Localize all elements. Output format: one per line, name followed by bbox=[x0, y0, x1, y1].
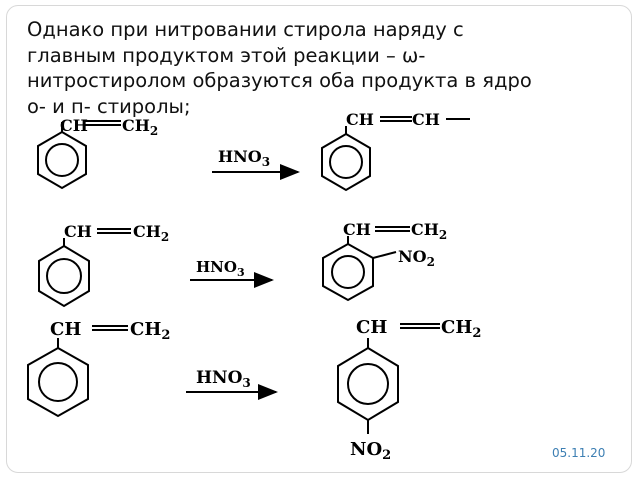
reaction-2 bbox=[38, 226, 410, 308]
text-line-1: Однако при нитровании стирола наряду с bbox=[27, 18, 464, 41]
reactant-3-group-left: CH bbox=[50, 319, 81, 340]
reaction-1 bbox=[37, 116, 470, 192]
reaction-3 bbox=[27, 323, 440, 434]
reactant-2-benzene-ring bbox=[38, 238, 90, 308]
product-3-nitro-group: NO2 bbox=[350, 439, 391, 463]
product-1-benzene-ring bbox=[321, 126, 371, 192]
slide-text: Однако при нитровании стирола наряду с г… bbox=[27, 17, 627, 119]
reactant-3-group-right: CH2 bbox=[130, 319, 170, 343]
slide-date: 05.11.20 bbox=[552, 446, 606, 460]
product-2-benzene-ring bbox=[322, 236, 397, 302]
product-3-group-left: CH bbox=[356, 317, 387, 338]
reactant-1-group-left: CH bbox=[60, 116, 88, 135]
reactant-1-group-right: CH2 bbox=[122, 116, 158, 138]
text-line-3: нитростиролом образуются оба продукта в … bbox=[27, 69, 532, 92]
text-line-2: главным продуктом этой реакции – ω- bbox=[27, 43, 426, 67]
slide-frame bbox=[6, 5, 632, 473]
product-2-group-right: CH2 bbox=[411, 220, 447, 242]
product-2-nitro-group: NO2 bbox=[398, 247, 435, 269]
product-3-benzene-ring bbox=[337, 338, 399, 434]
reactant-2-group-left: CH bbox=[64, 222, 92, 241]
reactant-2-group-right: CH2 bbox=[133, 222, 169, 244]
reactant-3-benzene-ring bbox=[27, 338, 89, 418]
product-2-group-left: CH bbox=[343, 220, 371, 239]
product-1-group-right: CH bbox=[412, 110, 440, 129]
text-line-4: о- и п- стиролы; bbox=[27, 94, 191, 118]
reagent-3: HNO3 bbox=[196, 368, 251, 390]
reagent-1: HNO3 bbox=[218, 147, 270, 169]
reactant-1-benzene-ring bbox=[37, 122, 87, 190]
product-3-group-right: CH2 bbox=[441, 317, 481, 341]
product-1-group-left: CH bbox=[346, 110, 374, 129]
reagent-2: HNO3 bbox=[196, 258, 245, 279]
